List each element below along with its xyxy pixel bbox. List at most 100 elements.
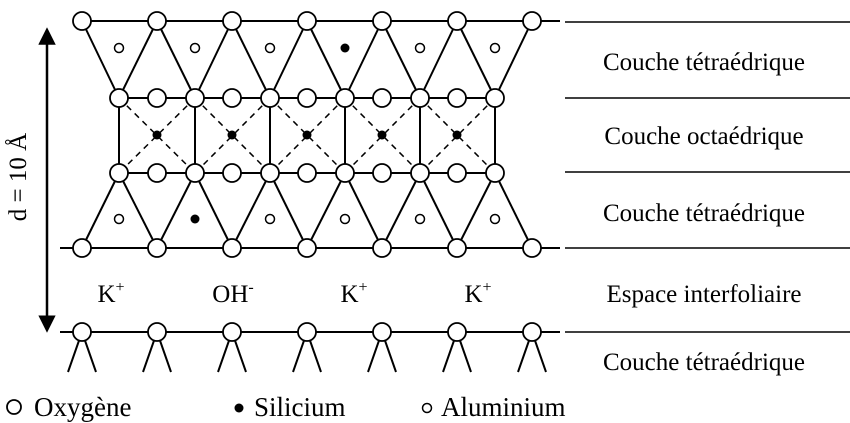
oxygen-atom	[109, 88, 129, 108]
aluminium-atom	[113, 42, 125, 54]
silicon-symbol-icon	[234, 403, 244, 413]
silicon-atom	[190, 214, 200, 224]
ion-label: K+	[97, 279, 124, 308]
oxygen-atom	[147, 11, 167, 31]
oxygen-atom	[447, 238, 467, 258]
oxygen-atom	[72, 322, 92, 342]
aluminium-atom	[489, 42, 501, 54]
layer-separators	[565, 21, 850, 333]
oxygen-atom	[297, 322, 317, 342]
aluminium-atom	[264, 213, 276, 225]
ion-charge: +	[483, 279, 492, 296]
bond-line	[306, 20, 346, 99]
oxygen-atom	[260, 163, 280, 183]
silicon-atom	[377, 130, 387, 140]
aluminium-atom	[414, 213, 426, 225]
bond-line	[306, 172, 346, 249]
bond-line	[419, 172, 458, 249]
ion-label: OH-	[212, 279, 253, 308]
bond-line	[456, 20, 496, 99]
bond-line	[81, 20, 120, 99]
oxygen-atom	[335, 88, 355, 108]
oxygen-atom	[147, 322, 167, 342]
interlayer-ions: K+ OH- K+ K+	[97, 279, 491, 308]
ion-label: K+	[464, 279, 491, 308]
oxygen-atom	[522, 11, 542, 31]
oxygen-atom	[185, 88, 205, 108]
oxygen-atom	[222, 238, 242, 258]
octahedral-dashed-line	[194, 97, 271, 174]
oxygen-atom	[147, 163, 167, 183]
bond-line	[156, 20, 196, 99]
oxygen-atom	[485, 88, 505, 108]
aluminium-symbol-icon	[421, 402, 433, 414]
oxygen-atom	[72, 11, 92, 31]
bond-line	[194, 20, 233, 99]
legend-label-oxygen: Oxygène	[34, 392, 131, 422]
silicon-atom	[227, 130, 237, 140]
bond-line	[118, 20, 158, 99]
oxygen-atom	[522, 238, 542, 258]
oxygen-atom	[260, 88, 280, 108]
silicon-atom	[152, 130, 162, 140]
oxygen-atom	[222, 163, 242, 183]
layer-label-tetrahedral-bottom: Couche tétraédrique	[603, 349, 805, 376]
bond-line	[456, 172, 496, 249]
ion-base: K	[340, 281, 358, 308]
aluminium-atom	[189, 42, 201, 54]
oxygen-atom	[109, 163, 129, 183]
bond-line	[494, 172, 533, 249]
bond-line	[194, 172, 233, 249]
bond-line	[231, 20, 271, 99]
oxygen-atom	[147, 238, 167, 258]
oxygen-atom	[335, 163, 355, 183]
bond-line	[81, 172, 120, 249]
oxygen-atom	[372, 163, 392, 183]
octahedral-dashed-line	[118, 97, 196, 174]
oxygen-atom	[485, 163, 505, 183]
ion-base: OH	[212, 281, 248, 308]
oxygen-atom	[222, 322, 242, 342]
octahedral-dashed-line	[194, 97, 271, 174]
oxygen-atom	[410, 163, 430, 183]
layer-label-interlayer-space: Espace interfoliaire	[606, 281, 801, 308]
ion-base: K	[97, 281, 115, 308]
octahedral-dashed-line	[269, 97, 346, 174]
legend: Oxygène Silicium Aluminium	[6, 392, 566, 422]
layer-label-tetrahedral-middle: Couche tétraédrique	[603, 200, 805, 227]
aluminium-atom	[414, 42, 426, 54]
oxygen-atom	[297, 11, 317, 31]
oxygen-atom	[522, 322, 542, 342]
oxygen-atom	[447, 322, 467, 342]
aluminium-atom	[489, 213, 501, 225]
octahedral-dashed-line	[419, 97, 496, 174]
oxygen-atom	[410, 88, 430, 108]
oxygen-atom	[185, 163, 205, 183]
oxygen-atom	[372, 11, 392, 31]
oxygen-atom	[222, 88, 242, 108]
legend-label-aluminium: Aluminium	[441, 392, 566, 422]
spacing-indicator: d = 10 Å	[5, 27, 56, 333]
octahedral-dashed-line	[344, 97, 421, 174]
ion-base: K	[464, 281, 482, 308]
ion-charge: +	[359, 279, 368, 296]
layer-labels: Couche tétraédrique Couche octaédrique C…	[603, 49, 805, 376]
octahedral-dashed-line	[419, 97, 496, 174]
legend-label-silicon: Silicium	[254, 392, 346, 422]
oxygen-atom	[222, 11, 242, 31]
bond-line	[494, 20, 533, 99]
oxygen-atom	[372, 238, 392, 258]
oxygen-atom	[72, 238, 92, 258]
oxygen-atom	[297, 88, 317, 108]
aluminium-atom	[339, 213, 351, 225]
octahedral-dashed-line	[118, 97, 196, 174]
layer-label-octahedral: Couche octaédrique	[604, 123, 803, 150]
silicon-atom	[452, 130, 462, 140]
bond-line	[269, 20, 308, 99]
aluminium-atom	[113, 213, 125, 225]
oxygen-atom	[447, 11, 467, 31]
oxygen-atom	[147, 88, 167, 108]
bond-line	[231, 172, 271, 249]
oxygen-atom	[372, 322, 392, 342]
silicon-atom	[340, 43, 350, 53]
